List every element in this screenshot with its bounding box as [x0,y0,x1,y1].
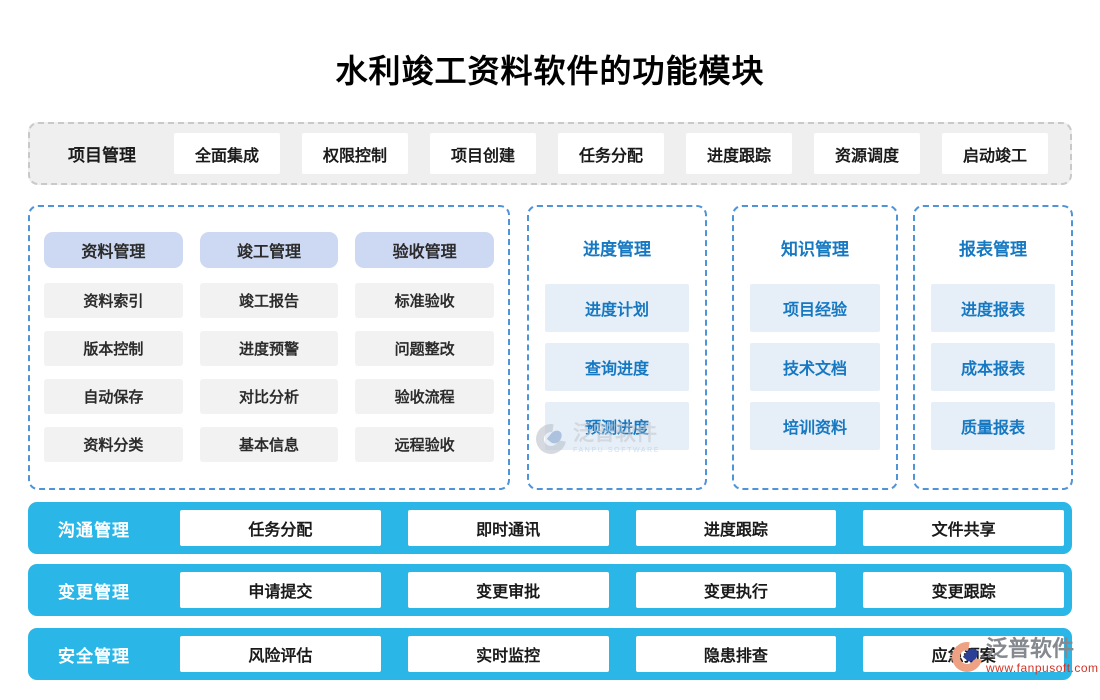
safety-management-bar: 安全管理 风险评估 实时监控 隐患排查 应急预案 [28,628,1072,680]
project-bar-item-integration: 全面集成 [174,133,280,174]
project-bar-label: 项目管理 [68,146,136,165]
module-item: 即时通讯 [407,510,609,546]
module-item: 基本信息 [199,427,339,462]
module-item: 变更执行 [635,572,837,608]
module-item: 任务分配 [180,510,381,546]
module-item: 自动保存 [44,379,183,414]
module-item: 培训资料 [750,402,880,450]
panel-header: 报表管理 [959,240,1027,259]
module-item: 资料索引 [44,283,183,318]
module-item: 变更审批 [407,572,609,608]
column-acceptance-management: 验收管理 标准验收 问题整改 验收流程 远程验收 [355,232,495,475]
module-item: 项目经验 [750,284,880,332]
module-item: 申请提交 [180,572,381,608]
module-item: 进度报表 [931,284,1055,332]
panel-document-completion-acceptance: 资料管理 资料索引 版本控制 自动保存 资料分类 竣工管理 竣工报告 进度预警 … [28,205,510,490]
module-item: 版本控制 [44,331,183,366]
project-bar-item-tasks: 任务分配 [558,133,664,174]
module-item: 进度跟踪 [635,510,837,546]
column-header: 竣工管理 [199,232,339,268]
page-title: 水利竣工资料软件的功能模块 [335,53,765,89]
panel-columns: 资料管理 资料索引 版本控制 自动保存 资料分类 竣工管理 竣工报告 进度预警 … [44,232,495,475]
column-completion-management: 竣工管理 竣工报告 进度预警 对比分析 基本信息 [199,232,339,475]
project-bar-item-create: 项目创建 [430,133,536,174]
project-bar-item-progress: 进度跟踪 [686,133,792,174]
bar-label: 变更管理 [58,582,130,602]
module-item: 应急预案 [863,636,1064,672]
module-item: 文件共享 [863,510,1064,546]
module-item: 远程验收 [355,427,495,462]
panel-report-management: 报表管理 进度报表 成本报表 质量报表 [913,205,1073,490]
module-item: 资料分类 [44,427,183,462]
communication-management-bar: 沟通管理 任务分配 即时通讯 进度跟踪 文件共享 [28,502,1072,554]
project-management-bar: 项目管理 全面集成 权限控制 项目创建 任务分配 进度跟踪 资源调度 启动竣工 [28,122,1072,185]
bar-label: 安全管理 [58,646,130,666]
change-management-bar: 变更管理 申请提交 变更审批 变更执行 变更跟踪 [28,564,1072,616]
module-item: 变更跟踪 [863,572,1064,608]
module-item: 进度预警 [199,331,339,366]
module-item: 实时监控 [407,636,609,672]
module-item: 质量报表 [931,402,1055,450]
panel-knowledge-management: 知识管理 项目经验 技术文档 培训资料 [732,205,898,490]
column-header: 验收管理 [355,232,495,268]
module-item: 预测进度 [545,402,689,450]
bar-label: 沟通管理 [58,520,130,540]
panel-header: 进度管理 [583,240,651,259]
module-item: 竣工报告 [199,283,339,318]
module-item: 风险评估 [180,636,381,672]
module-item: 技术文档 [750,343,880,391]
column-header: 资料管理 [44,232,183,268]
module-item: 对比分析 [199,379,339,414]
module-item: 进度计划 [545,284,689,332]
module-item: 标准验收 [355,283,495,318]
module-item: 成本报表 [931,343,1055,391]
module-item: 隐患排查 [635,636,837,672]
module-item: 验收流程 [355,379,495,414]
panel-header: 知识管理 [781,240,849,259]
module-item: 问题整改 [355,331,495,366]
project-bar-item-permissions: 权限控制 [302,133,408,174]
column-document-management: 资料管理 资料索引 版本控制 自动保存 资料分类 [44,232,183,475]
module-item: 查询进度 [545,343,689,391]
project-bar-item-resources: 资源调度 [814,133,920,174]
project-bar-item-launch: 启动竣工 [942,133,1048,174]
panel-progress-management: 进度管理 进度计划 查询进度 预测进度 [527,205,707,490]
